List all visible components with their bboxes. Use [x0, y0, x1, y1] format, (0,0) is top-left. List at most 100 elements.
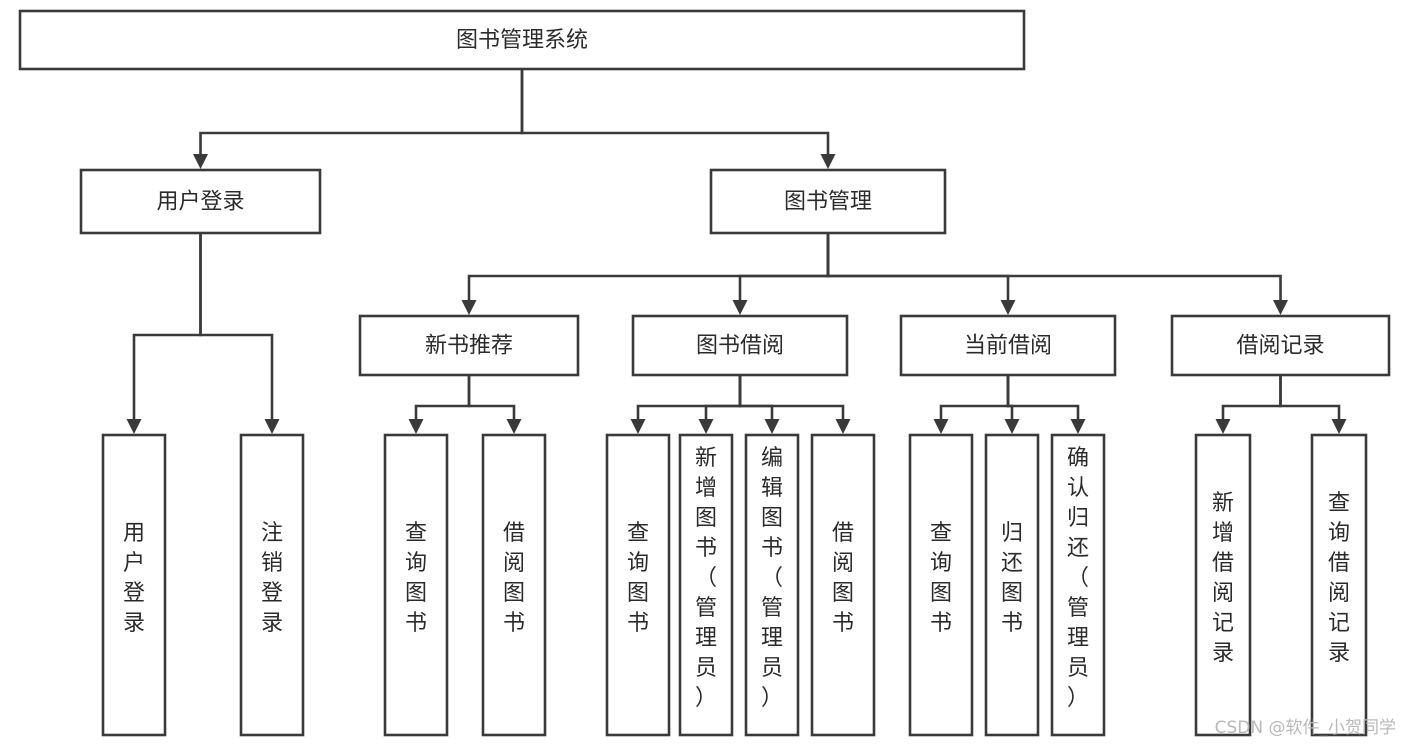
- arrowhead-icon: [1215, 419, 1231, 434]
- node-box-new-book-rec[interactable]: [358, 314, 580, 377]
- node-leaf-query-book-1[interactable]: 查询图书: [383, 433, 449, 737]
- connector-book-manage-to-new-book-rec: [461, 233, 830, 315]
- node-box-leaf-query-record[interactable]: [1310, 433, 1368, 737]
- connector-path: [199, 69, 524, 158]
- node-box-leaf-borrow-book-1[interactable]: [481, 433, 547, 737]
- watermark-label: CSDN @软件_小贺同学: [1215, 718, 1396, 738]
- node-book-borrow[interactable]: 图书借阅: [631, 314, 849, 377]
- node-box-borrow-record[interactable]: [1170, 314, 1391, 377]
- arrowhead-icon: [126, 419, 142, 434]
- arrowhead-icon: [933, 419, 949, 434]
- connector-book-manage-to-current-borrow: [826, 233, 1016, 315]
- arrowhead-icon: [1004, 419, 1020, 434]
- node-label-leaf-user-login: 用户登录: [123, 521, 145, 636]
- connector-path: [1279, 375, 1341, 423]
- arrowhead-icon: [506, 419, 522, 434]
- node-leaf-query-record[interactable]: 查询借阅记录: [1310, 433, 1368, 737]
- connector-path: [939, 375, 1010, 423]
- node-layer: 图书管理系统用户登录图书管理新书推荐图书借阅当前借阅借阅记录用户登录注销登录查询…: [18, 9, 1391, 737]
- connector-book-borrow-to-leaf-edit-book: [738, 375, 780, 434]
- connector-path: [1221, 375, 1282, 423]
- node-label-new-book-rec: 新书推荐: [425, 334, 513, 359]
- node-box-user-login[interactable]: [79, 168, 322, 235]
- connector-new-book-rec-to-leaf-query-book-1: [408, 375, 471, 434]
- node-leaf-query-book-2[interactable]: 查询图书: [605, 433, 671, 737]
- connector-path: [520, 69, 830, 158]
- connector-borrow-record-to-leaf-query-record: [1279, 375, 1347, 434]
- node-user-login[interactable]: 用户登录: [79, 168, 322, 235]
- node-new-book-rec[interactable]: 新书推荐: [358, 314, 580, 377]
- node-label-borrow-record: 借阅记录: [1236, 334, 1324, 359]
- node-leaf-add-record[interactable]: 新增借阅记录: [1194, 433, 1252, 737]
- node-box-current-borrow[interactable]: [899, 314, 1117, 377]
- node-label-leaf-borrow-book-2: 借阅图书: [832, 521, 854, 636]
- arrowhead-icon: [1070, 419, 1086, 434]
- node-leaf-user-login[interactable]: 用户登录: [101, 433, 167, 737]
- connector-path: [132, 233, 202, 423]
- connector-path: [826, 233, 1010, 304]
- arrowhead-icon: [1000, 300, 1016, 315]
- node-leaf-add-book[interactable]: 新增图书（管理员）: [678, 433, 734, 737]
- node-label-leaf-query-book-2: 查询图书: [627, 521, 649, 636]
- watermark-layer: CSDN @软件_小贺同学: [1215, 718, 1396, 738]
- node-box-leaf-query-book-1[interactable]: [383, 433, 449, 737]
- node-leaf-confirm-return[interactable]: 确认归还（管理员）: [1050, 433, 1106, 737]
- node-box-root[interactable]: [18, 9, 1026, 71]
- connector-path: [1006, 375, 1080, 423]
- connector-book-borrow-to-leaf-add-book: [698, 375, 742, 434]
- node-label-leaf-query-book-3: 查询图书: [930, 521, 952, 636]
- node-box-leaf-query-book-2[interactable]: [605, 433, 671, 737]
- node-box-leaf-logout[interactable]: [239, 433, 305, 737]
- arrowhead-icon: [264, 419, 280, 434]
- arrowhead-icon: [408, 419, 424, 434]
- node-leaf-query-book-3[interactable]: 查询图书: [908, 433, 974, 737]
- node-leaf-borrow-book-2[interactable]: 借阅图书: [810, 433, 876, 737]
- connector-user-login-to-leaf-logout: [199, 233, 280, 434]
- connector-user-login-to-leaf-user-login: [126, 233, 202, 434]
- node-box-leaf-confirm-return[interactable]: [1050, 433, 1106, 737]
- node-label-current-borrow: 当前借阅: [964, 334, 1052, 359]
- node-box-leaf-query-book-3[interactable]: [908, 433, 974, 737]
- connector-book-borrow-to-leaf-query-book-2: [630, 375, 742, 434]
- node-borrow-record[interactable]: 借阅记录: [1170, 314, 1391, 377]
- arrowhead-icon: [193, 154, 208, 169]
- node-box-leaf-return-book[interactable]: [984, 433, 1040, 737]
- connector-path: [467, 375, 516, 423]
- node-root[interactable]: 图书管理系统: [18, 9, 1026, 71]
- connector-path: [636, 375, 742, 423]
- node-book-manage[interactable]: 图书管理: [709, 168, 947, 235]
- node-box-book-manage[interactable]: [709, 168, 947, 235]
- connector-path: [738, 375, 774, 423]
- node-label-leaf-add-book: 新增图书（管理员）: [695, 446, 717, 711]
- arrowhead-icon: [698, 419, 714, 434]
- node-box-leaf-add-record[interactable]: [1194, 433, 1252, 737]
- connector-path: [414, 375, 471, 423]
- node-box-book-borrow[interactable]: [631, 314, 849, 377]
- connector-path: [738, 233, 830, 304]
- arrowhead-icon: [1273, 300, 1288, 315]
- node-box-leaf-borrow-book-2[interactable]: [810, 433, 876, 737]
- node-current-borrow[interactable]: 当前借阅: [899, 314, 1117, 377]
- node-leaf-logout[interactable]: 注销登录: [239, 433, 305, 737]
- node-label-root: 图书管理系统: [456, 28, 588, 53]
- connector-book-manage-to-borrow-record: [826, 233, 1288, 315]
- node-label-leaf-edit-book: 编辑图书（管理员）: [761, 446, 783, 711]
- node-box-leaf-edit-book[interactable]: [744, 433, 800, 737]
- node-box-leaf-add-book[interactable]: [678, 433, 734, 737]
- node-leaf-edit-book[interactable]: 编辑图书（管理员）: [744, 433, 800, 737]
- connector-new-book-rec-to-leaf-borrow-book-1: [467, 375, 522, 434]
- connector-path: [704, 375, 742, 423]
- node-label-book-manage: 图书管理: [784, 190, 872, 215]
- connector-layer: [126, 69, 1347, 434]
- node-leaf-borrow-book-1[interactable]: 借阅图书: [481, 433, 547, 737]
- node-leaf-return-book[interactable]: 归还图书: [984, 433, 1040, 737]
- arrowhead-icon: [820, 154, 836, 169]
- node-label-leaf-query-record: 查询借阅记录: [1328, 491, 1350, 666]
- connector-borrow-record-to-leaf-add-record: [1215, 375, 1282, 434]
- arrowhead-icon: [461, 300, 477, 315]
- node-box-leaf-user-login[interactable]: [101, 433, 167, 737]
- arrowhead-icon: [732, 300, 748, 315]
- connector-path: [826, 233, 1282, 304]
